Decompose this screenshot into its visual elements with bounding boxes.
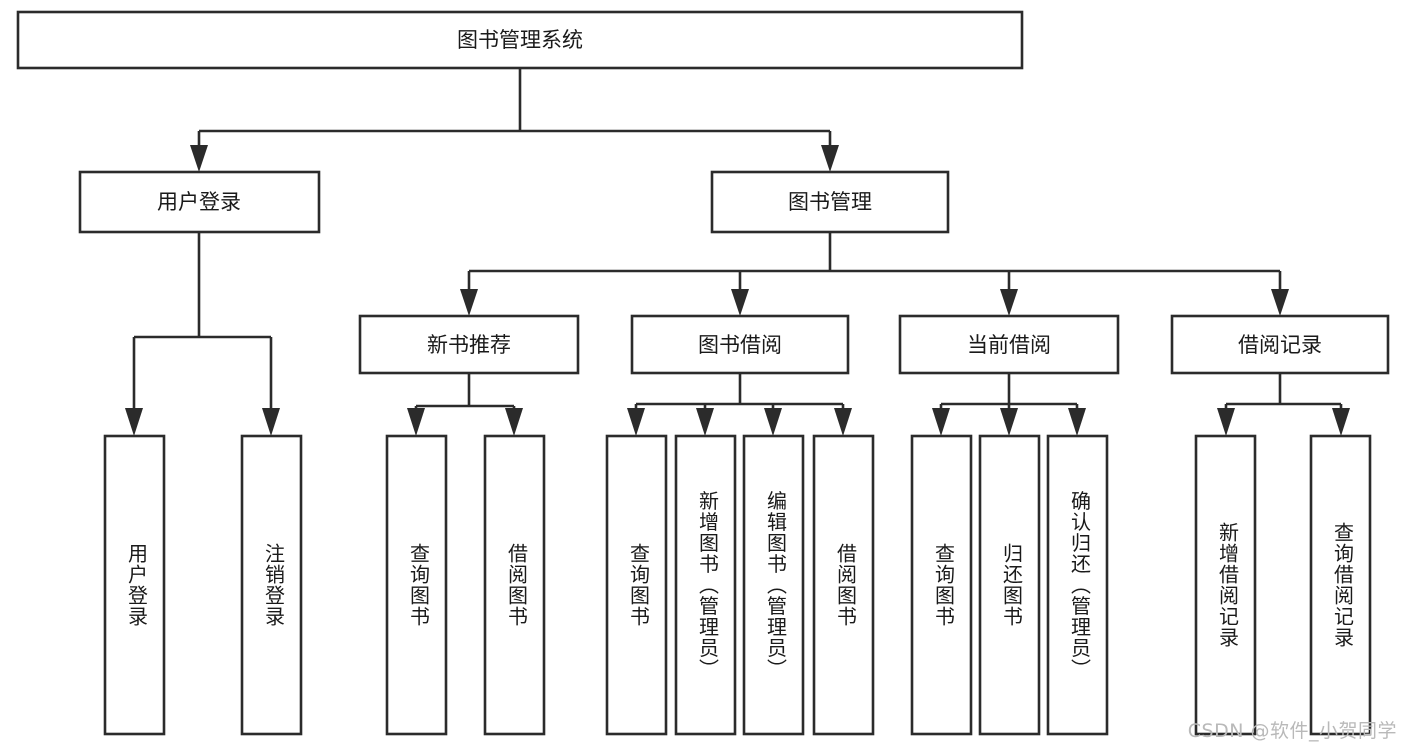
node-book-manage-box[interactable] bbox=[710, 170, 950, 234]
node-book-borrow-box[interactable] bbox=[630, 314, 850, 375]
arrow-book-borrow bbox=[731, 289, 749, 316]
node-new-book-recommend[interactable]: 新书推荐 bbox=[358, 314, 580, 375]
leaf-user-login[interactable]: 用户登录 bbox=[103, 434, 166, 736]
arrow-leaf-query-book-1 bbox=[407, 408, 425, 436]
leaf-confirm-return[interactable]: 确认归还（管理员） bbox=[1046, 434, 1109, 736]
node-book-borrow-label: 图书借阅 bbox=[698, 333, 782, 357]
arrow-leaf-user-login bbox=[125, 408, 143, 436]
leaf-add-record-box[interactable] bbox=[1194, 434, 1257, 736]
node-new-book-recommend-label: 新书推荐 bbox=[427, 333, 511, 357]
leaf-query-book-3-label: 查询图书 bbox=[932, 543, 956, 627]
arrow-to-user-login bbox=[190, 145, 208, 172]
connector-layer bbox=[125, 68, 1350, 436]
node-new-book-recommend-box[interactable] bbox=[358, 314, 580, 375]
leaf-edit-book-label: 编辑图书（管理员） bbox=[764, 490, 788, 679]
leaf-borrow-book-2-box[interactable] bbox=[812, 434, 875, 736]
leaf-add-book-label: 新增图书（管理员） bbox=[696, 490, 720, 679]
leaf-query-book-2-label: 查询图书 bbox=[627, 543, 651, 627]
leaf-query-record-box[interactable] bbox=[1309, 434, 1372, 736]
arrow-leaf-query-book-3 bbox=[932, 408, 950, 436]
node-borrow-record[interactable]: 借阅记录 bbox=[1170, 314, 1390, 375]
leaf-user-login-box[interactable] bbox=[103, 434, 166, 736]
leaf-add-book[interactable]: 新增图书（管理员） bbox=[674, 434, 737, 736]
leaf-return-book-box[interactable] bbox=[978, 434, 1041, 736]
node-current-borrow-box[interactable] bbox=[898, 314, 1120, 375]
leaf-confirm-return-label: 确认归还（管理员） bbox=[1068, 490, 1092, 679]
arrow-leaf-add-record bbox=[1217, 408, 1235, 436]
leaf-borrow-book-1-box[interactable] bbox=[483, 434, 546, 736]
leaf-add-record-label: 新增借阅记录 bbox=[1216, 522, 1240, 648]
leaf-query-record[interactable]: 查询借阅记录 bbox=[1309, 434, 1372, 736]
node-current-borrow[interactable]: 当前借阅 bbox=[898, 314, 1120, 375]
node-book-manage[interactable]: 图书管理 bbox=[710, 170, 950, 234]
leaf-confirm-return-box[interactable] bbox=[1046, 434, 1109, 736]
leaf-return-book[interactable]: 归还图书 bbox=[978, 434, 1041, 736]
leaf-query-book-2[interactable]: 查询图书 bbox=[605, 434, 668, 736]
leaf-edit-book[interactable]: 编辑图书（管理员） bbox=[742, 434, 805, 736]
node-root-label: 图书管理系统 bbox=[457, 28, 583, 52]
leaf-user-login-label: 用户登录 bbox=[125, 543, 149, 627]
arrow-leaf-query-book-2 bbox=[627, 408, 645, 436]
leaf-logout-login-label: 注销登录 bbox=[262, 543, 286, 627]
leaf-query-record-label: 查询借阅记录 bbox=[1331, 522, 1355, 648]
node-user-login-label: 用户登录 bbox=[157, 190, 241, 214]
arrow-leaf-add-book bbox=[696, 408, 714, 436]
leaf-borrow-book-2-label: 借阅图书 bbox=[834, 543, 858, 627]
node-user-login[interactable]: 用户登录 bbox=[78, 170, 321, 234]
leaf-add-record[interactable]: 新增借阅记录 bbox=[1194, 434, 1257, 736]
arrow-leaf-edit-book bbox=[764, 408, 782, 436]
node-user-login-box[interactable] bbox=[78, 170, 321, 234]
arrow-leaf-query-record bbox=[1332, 408, 1350, 436]
arrow-leaf-logout-login bbox=[262, 408, 280, 436]
leaf-query-book-2-box[interactable] bbox=[605, 434, 668, 736]
node-borrow-record-label: 借阅记录 bbox=[1238, 333, 1322, 357]
arrow-leaf-borrow-book-1 bbox=[505, 408, 523, 436]
node-book-manage-label: 图书管理 bbox=[788, 190, 872, 214]
leaf-edit-book-box[interactable] bbox=[742, 434, 805, 736]
arrow-leaf-borrow-book-2 bbox=[834, 408, 852, 436]
arrow-current-borrow bbox=[1000, 289, 1018, 316]
leaf-borrow-book-1[interactable]: 借阅图书 bbox=[483, 434, 546, 736]
arrow-to-book-manage bbox=[821, 145, 839, 172]
node-borrow-record-box[interactable] bbox=[1170, 314, 1390, 375]
arrow-borrow-record bbox=[1271, 289, 1289, 316]
arrow-leaf-return-book bbox=[1000, 408, 1018, 436]
node-root-box[interactable] bbox=[16, 10, 1024, 70]
arrow-new-book-recommend bbox=[460, 289, 478, 316]
leaf-query-book-1-box[interactable] bbox=[385, 434, 448, 736]
leaf-query-book-3-box[interactable] bbox=[910, 434, 973, 736]
leaf-query-book-3[interactable]: 查询图书 bbox=[910, 434, 973, 736]
node-root[interactable]: 图书管理系统 bbox=[16, 10, 1024, 70]
node-current-borrow-label: 当前借阅 bbox=[967, 333, 1051, 357]
leaf-borrow-book-2[interactable]: 借阅图书 bbox=[812, 434, 875, 736]
arrow-leaf-confirm-return bbox=[1068, 408, 1086, 436]
leaf-borrow-book-1-label: 借阅图书 bbox=[505, 543, 529, 627]
leaf-query-book-1[interactable]: 查询图书 bbox=[385, 434, 448, 736]
leaf-query-book-1-label: 查询图书 bbox=[407, 543, 431, 627]
leaf-logout-login[interactable]: 注销登录 bbox=[240, 434, 303, 736]
leaf-logout-login-box[interactable] bbox=[240, 434, 303, 736]
node-book-borrow[interactable]: 图书借阅 bbox=[630, 314, 850, 375]
leaf-return-book-label: 归还图书 bbox=[1000, 543, 1024, 627]
leaf-add-book-box[interactable] bbox=[674, 434, 737, 736]
